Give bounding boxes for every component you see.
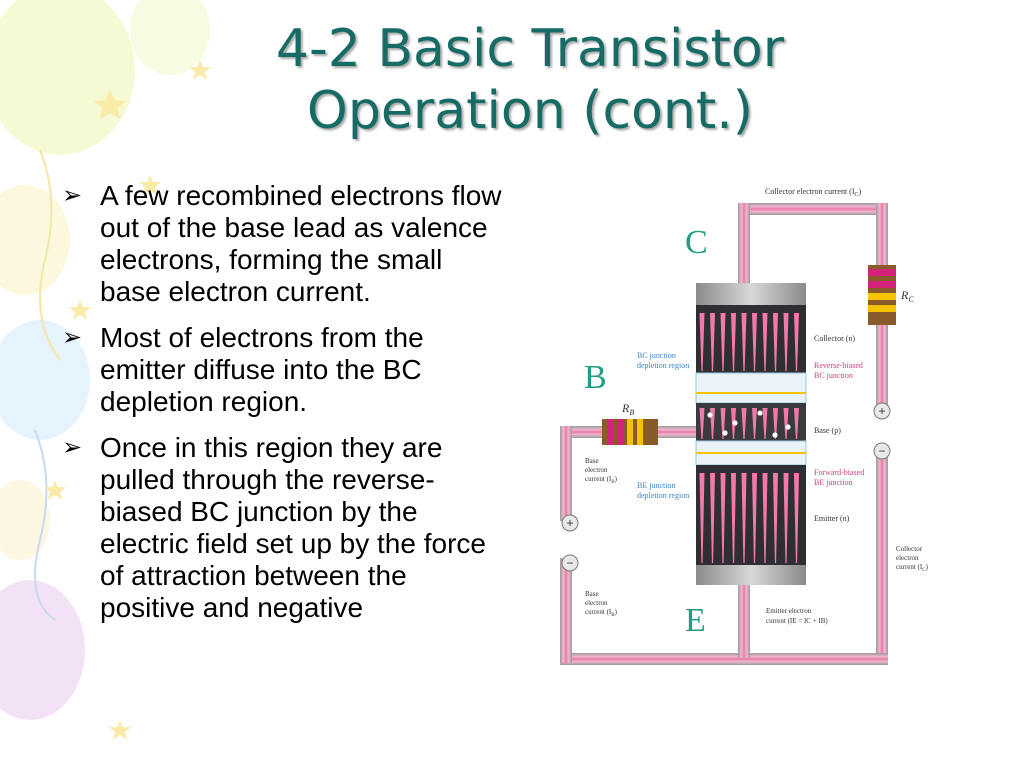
battery-left: + − xyxy=(561,514,579,572)
electron-arrow xyxy=(752,408,757,439)
reverse-biased-label-1: Reverse-biased xyxy=(814,361,863,370)
bullet-item: ➢ Once in this region they are pulled th… xyxy=(62,432,502,624)
collector-right-label-3: current (IC) xyxy=(896,563,929,573)
electron-arrow xyxy=(710,313,715,371)
title-line-2: Operation (cont.) xyxy=(306,81,754,141)
electron-arrow xyxy=(783,473,789,563)
base-current-b-label-2: electron xyxy=(585,599,608,607)
base-current-label-1: Base xyxy=(585,457,599,465)
terminal-e-label: E xyxy=(685,602,706,639)
bullet-text: Most of electrons from the emitter diffu… xyxy=(100,322,424,417)
electron-arrow xyxy=(741,473,747,563)
emitter-return-wire xyxy=(560,448,888,665)
hole-dot xyxy=(772,432,778,438)
electron-arrow xyxy=(720,473,726,563)
be-depletion-label-2: depletion region xyxy=(637,491,689,500)
electron-arrow xyxy=(710,473,715,563)
collector-current-label: Collector electron current (IC) xyxy=(765,187,862,198)
transistor-block xyxy=(695,283,807,585)
bullet-item: ➢ A few recombined electrons flow out of… xyxy=(62,180,502,308)
arrow-bullet-icon: ➢ xyxy=(62,324,83,351)
base-wire xyxy=(560,426,696,663)
terminal-b-label: B xyxy=(584,359,607,396)
electron-arrow xyxy=(794,313,799,371)
base-region-label: Base (p) xyxy=(814,426,841,435)
bullet-list: ➢ A few recombined electrons flow out of… xyxy=(62,180,502,638)
reverse-biased-label-2: BC junction xyxy=(814,371,853,380)
electron-arrow xyxy=(773,313,778,371)
electron-arrow xyxy=(720,408,726,439)
title-line-1: 4-2 Basic Transistor xyxy=(275,19,785,79)
collector-right-label-1: Collector xyxy=(896,545,923,553)
electron-arrow xyxy=(762,313,768,371)
electron-arrow xyxy=(794,408,799,439)
svg-text:RB: RB xyxy=(621,401,634,417)
battery-right: + − xyxy=(873,402,891,460)
electron-arrow xyxy=(752,313,757,371)
electron-arrow xyxy=(773,473,778,563)
electron-arrow xyxy=(741,313,747,371)
electron-arrow xyxy=(752,473,757,563)
hole-dots xyxy=(707,410,791,438)
bullet-item: ➢ Most of electrons from the emitter dif… xyxy=(62,322,502,418)
emitter-region-label: Emitter (n) xyxy=(814,514,850,523)
electron-arrow xyxy=(783,408,789,439)
arrow-bullet-icon: ➢ xyxy=(62,182,83,209)
electron-arrow xyxy=(699,408,705,439)
bullet-text: Once in this region they are pulled thro… xyxy=(100,432,486,623)
bc-depletion-label-1: BC junction xyxy=(637,351,676,360)
collector-resistor: RC xyxy=(868,265,914,325)
svg-text:RC: RC xyxy=(900,288,914,304)
minus-sign: − xyxy=(566,556,573,570)
bc-depletion-label-2: depletion region xyxy=(637,361,689,370)
collector-region-label: Collector (n) xyxy=(814,334,855,343)
hole-dot xyxy=(785,424,791,430)
hole-dot xyxy=(722,430,728,436)
electron-flow-arrows xyxy=(699,313,799,563)
electron-arrow xyxy=(762,473,768,563)
slide-title: 4-2 Basic Transistor Operation (cont.) xyxy=(120,18,940,142)
base-current-b-label-3: current (IB) xyxy=(585,608,618,618)
electron-arrow xyxy=(762,408,768,439)
electron-arrow xyxy=(773,408,778,439)
electron-arrow xyxy=(741,408,747,439)
emitter-current-label-2: current (IE = IC + IB) xyxy=(766,617,828,625)
transistor-diagram: + − + − RC RB C xyxy=(560,187,929,665)
be-depletion-label-1: BE junction xyxy=(637,481,675,490)
plus-sign: + xyxy=(566,516,573,530)
forward-biased-label-1: Forward-biased xyxy=(814,468,864,477)
electron-arrow xyxy=(731,473,736,563)
arrow-bullet-icon: ➢ xyxy=(62,434,83,461)
base-resistor: RB xyxy=(602,401,658,445)
electron-arrow xyxy=(720,313,726,371)
plus-sign: + xyxy=(878,404,885,418)
hole-dot xyxy=(757,410,763,416)
electron-arrow xyxy=(731,313,736,371)
hole-dot xyxy=(732,420,738,426)
forward-biased-label-2: BE junction xyxy=(814,478,852,487)
terminal-c-label: C xyxy=(685,224,708,261)
electron-arrow xyxy=(783,313,789,371)
minus-sign: − xyxy=(878,444,885,458)
hole-dot xyxy=(707,412,713,418)
electron-arrow xyxy=(699,473,705,563)
electron-arrow xyxy=(794,473,799,563)
base-current-b-label-1: Base xyxy=(585,590,599,598)
base-current-label-3: current (IB) xyxy=(585,475,618,485)
bullet-text: A few recombined electrons flow out of t… xyxy=(100,180,502,307)
collector-right-label-2: electron xyxy=(896,554,919,562)
emitter-current-label-1: Emitter electron xyxy=(766,607,812,615)
electron-arrow xyxy=(699,313,705,371)
base-current-label-2: electron xyxy=(585,466,608,474)
